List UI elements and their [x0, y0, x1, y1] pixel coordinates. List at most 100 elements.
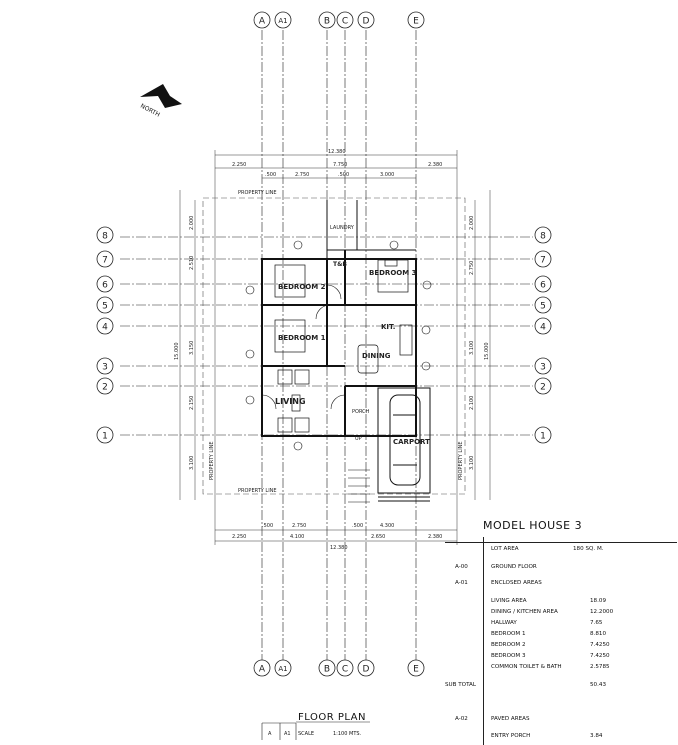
svg-text:4: 4 — [102, 323, 108, 333]
svg-text:PROPERTY LINE: PROPERTY LINE — [209, 441, 215, 480]
svg-text:2.750: 2.750 — [292, 523, 306, 529]
svg-text:C: C — [342, 665, 348, 675]
svg-text:2: 2 — [540, 383, 546, 393]
svg-text:6: 6 — [102, 281, 108, 291]
svg-text:3.150: 3.150 — [189, 341, 195, 355]
house-walls — [261, 250, 417, 437]
svg-text:12.380: 12.380 — [330, 545, 348, 551]
schedule-label: LIVING AREA — [491, 598, 527, 604]
svg-text:A: A — [259, 17, 266, 27]
paved-label: PAVED AREAS — [491, 716, 530, 722]
svg-text:5: 5 — [102, 302, 108, 312]
entry-porch-label: ENTRY PORCH — [491, 733, 531, 739]
north-label: NORTH — [139, 103, 161, 119]
svg-text:1: 1 — [540, 432, 546, 442]
schedule-label: BEDROOM 3 — [491, 653, 526, 659]
schedule-title: MODEL HOUSE 3 — [483, 519, 583, 532]
svg-text:C: C — [342, 17, 348, 27]
schedule-value: 7.4250 — [590, 653, 610, 659]
svg-text:E: E — [413, 17, 419, 27]
schedule-value: 7.4250 — [590, 642, 610, 648]
grid-bubble-a1-top — [274, 11, 292, 29]
svg-text:A1: A1 — [278, 665, 287, 673]
schedule-code: A-00 — [455, 564, 468, 570]
room-label-porch: PORCH — [352, 409, 370, 415]
drawing-title: FLOOR PLAN — [298, 712, 366, 723]
svg-text:5: 5 — [540, 302, 546, 312]
svg-text:2.380: 2.380 — [428, 534, 442, 540]
svg-text:8: 8 — [540, 232, 546, 242]
lot-area-value: 180 SQ. M. — [573, 546, 604, 552]
svg-text:3.100: 3.100 — [469, 456, 475, 470]
room-label-tb: T&B — [333, 261, 347, 268]
svg-text:12.380: 12.380 — [328, 149, 346, 155]
svg-text:2.750: 2.750 — [295, 172, 309, 178]
schedule-value: 12.2000 — [590, 609, 614, 615]
svg-text:7.750: 7.750 — [333, 162, 347, 168]
grid-bubble-a-top — [253, 11, 271, 29]
room-label-carport: CARPORT — [393, 438, 430, 446]
stair-label-up: UP — [355, 436, 362, 442]
svg-text:1: 1 — [102, 432, 108, 442]
room-label-bedroom2: BEDROOM 2 — [278, 283, 326, 291]
svg-text:3: 3 — [102, 363, 108, 373]
schedule-code: A-01 — [455, 580, 468, 586]
svg-text:7: 7 — [102, 256, 108, 266]
svg-text:15.000: 15.000 — [174, 343, 180, 361]
svg-text:2.250: 2.250 — [232, 162, 246, 168]
svg-text:2: 2 — [102, 383, 108, 393]
room-label-kit: KIT. — [381, 323, 395, 331]
schedule-value: 8.810 — [590, 631, 607, 637]
grid-bubble-b-top — [318, 11, 336, 29]
svg-text:2.380: 2.380 — [428, 162, 442, 168]
svg-text:3.000: 3.000 — [380, 172, 394, 178]
svg-text:B: B — [324, 665, 330, 675]
grid-bubble-d-top — [357, 11, 375, 29]
svg-text:7: 7 — [540, 256, 546, 266]
svg-text:2.000: 2.000 — [469, 216, 475, 230]
svg-text:2.000: 2.000 — [189, 216, 195, 230]
lot-area-label: LOT AREA — [491, 546, 519, 552]
room-label-laundry: LAUNDRY — [330, 225, 355, 231]
entry-porch-value: 3.84 — [590, 733, 603, 739]
svg-text:2.100: 2.100 — [469, 396, 475, 410]
schedule-label: DINING / KITCHEN AREA — [491, 609, 558, 615]
room-label-dining: DINING — [362, 352, 391, 360]
scale-value: 1:100 MTS. — [333, 731, 362, 737]
room-label-living: LIVING — [275, 397, 306, 406]
svg-text:2.750: 2.750 — [469, 261, 475, 275]
svg-text:4.100: 4.100 — [290, 534, 304, 540]
svg-text:3.100: 3.100 — [189, 456, 195, 470]
svg-text:2.650: 2.650 — [371, 534, 385, 540]
svg-text:B: B — [324, 17, 330, 27]
room-label-bedroom1: BEDROOM 1 — [278, 334, 326, 342]
subtotal-label: SUB TOTAL — [445, 682, 477, 688]
svg-text:PROPERTY LINE: PROPERTY LINE — [238, 190, 277, 196]
svg-text:A: A — [268, 731, 272, 737]
subtotal-value: 50.43 — [590, 682, 607, 688]
north-arrow-icon: NORTH — [139, 84, 182, 119]
paved-code: A-02 — [455, 716, 468, 722]
svg-text:2.510: 2.510 — [189, 256, 195, 270]
svg-text:2.150: 2.150 — [189, 396, 195, 410]
area-schedule: MODEL HOUSE 3 LOT AREA 180 SQ. M. A-00 G… — [445, 515, 677, 745]
svg-text:15.000: 15.000 — [484, 343, 490, 361]
schedule-label: COMMON TOILET & BATH — [491, 664, 562, 670]
svg-text:.500: .500 — [338, 172, 349, 178]
scale-label: SCALE — [298, 731, 315, 737]
schedule-label: BEDROOM 2 — [491, 642, 526, 648]
schedule-value: 7.65 — [590, 620, 603, 626]
svg-text:2.250: 2.250 — [232, 534, 246, 540]
grid-bubble-c-top — [336, 11, 354, 29]
svg-text:.500: .500 — [352, 523, 363, 529]
svg-text:A1: A1 — [284, 731, 291, 737]
schedule-value: 2.5785 — [590, 664, 610, 670]
svg-text:.500: .500 — [262, 523, 273, 529]
schedule-value: 18.09 — [590, 598, 607, 604]
svg-text:3: 3 — [540, 363, 546, 373]
svg-text:PROPERTY LINE: PROPERTY LINE — [458, 441, 464, 480]
svg-text:6: 6 — [540, 281, 546, 291]
svg-text:A: A — [259, 665, 266, 675]
grid-bubble-e-top — [407, 11, 425, 29]
